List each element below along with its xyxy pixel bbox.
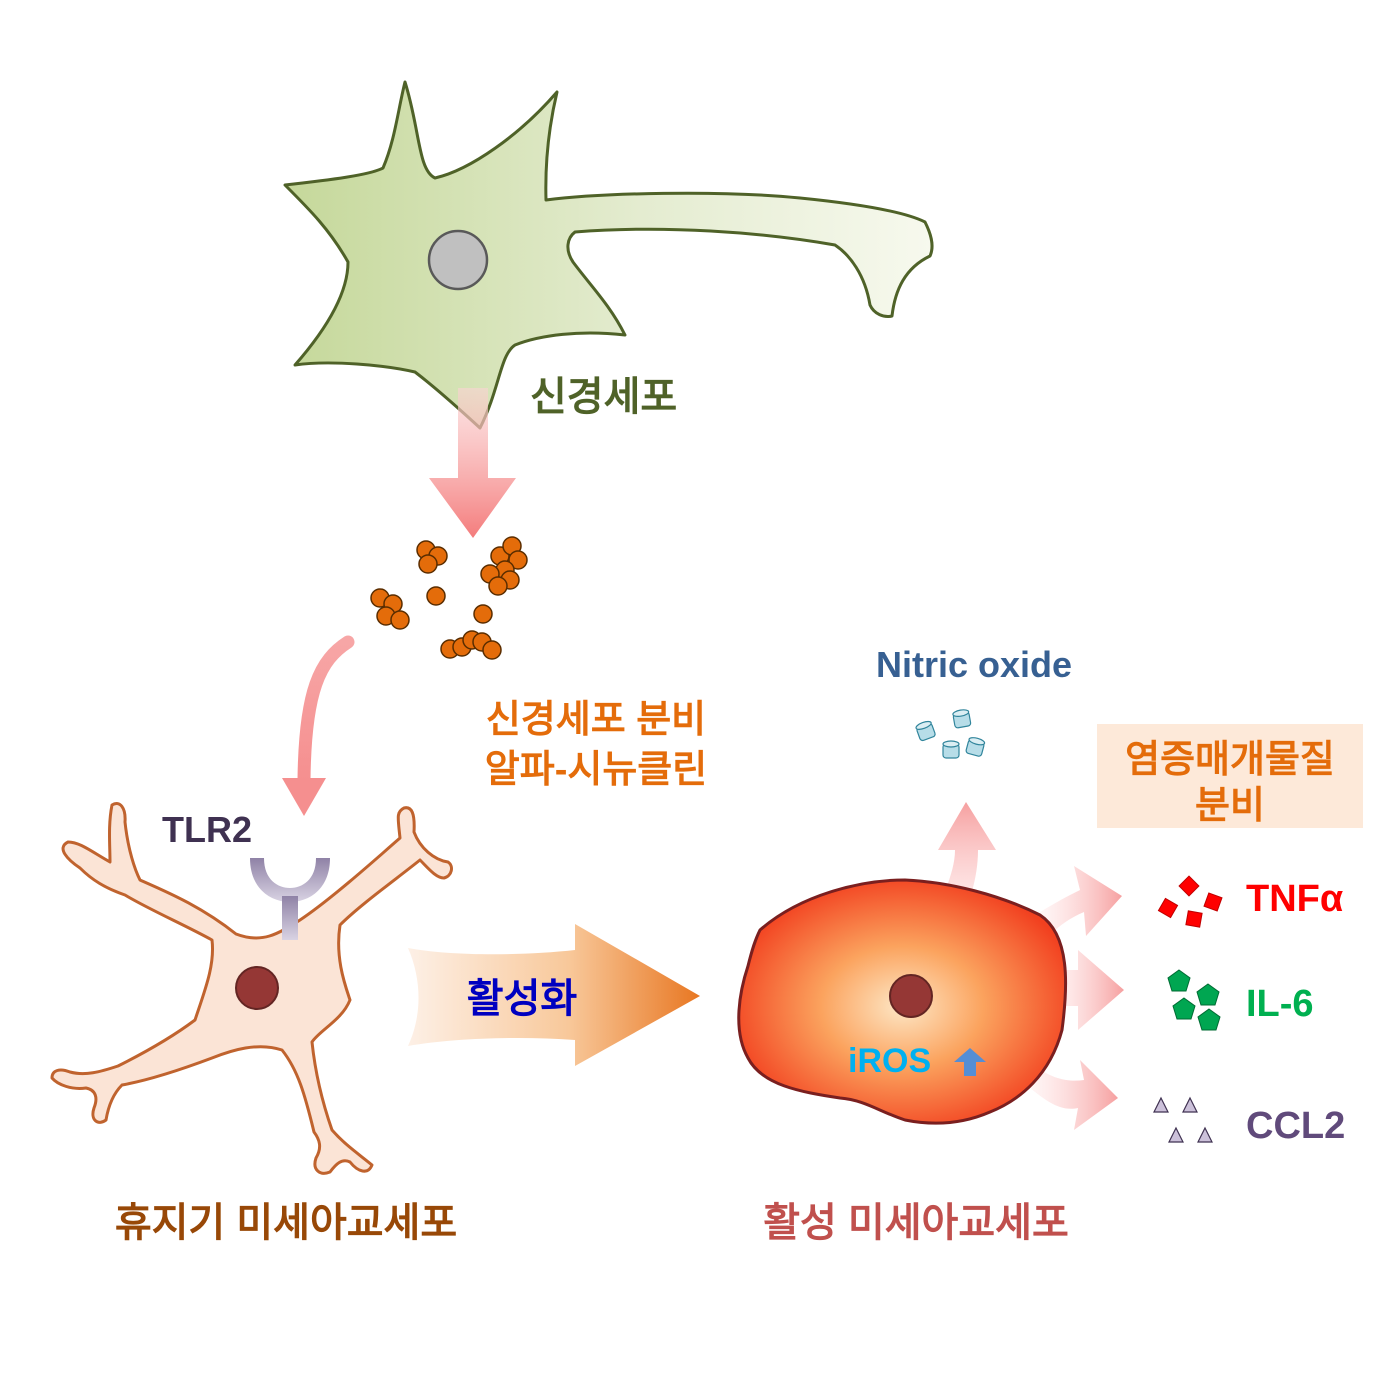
nitric-oxide-particle — [942, 740, 960, 759]
mediators-label-line2: 분비 — [1195, 785, 1265, 827]
neuron-label: 신경세포 — [530, 375, 677, 419]
mediators-label-line1: 염증매개물질 — [1125, 739, 1335, 781]
tlr2-label: TLR2 — [162, 809, 252, 850]
tnf-label: TNFα — [1246, 878, 1343, 920]
tnf-particle — [1157, 897, 1179, 919]
activation-arrow — [408, 924, 700, 1066]
up-arrow-icon — [954, 1048, 986, 1076]
binding-arrow — [282, 635, 355, 816]
active-microglia-label: 활성 미세아교세포 — [763, 1201, 1069, 1245]
activation-label: 활성화 — [467, 977, 578, 1021]
secretion-arrow — [429, 388, 516, 538]
ccl2-particle — [1197, 1126, 1213, 1143]
activated-microglia-nucleus — [889, 974, 933, 1018]
activated-microglia: iROS — [737, 878, 1068, 1125]
resting-microglia-label: 휴지기 미세아교세포 — [115, 1201, 457, 1245]
ccl2-label: CCL2 — [1246, 1105, 1345, 1147]
neuron-nucleus — [427, 229, 489, 291]
neuron — [283, 80, 934, 430]
secreted-synuclein-label-line1: 신경세포 분비 — [486, 699, 706, 741]
il6-particle — [1196, 983, 1220, 1006]
ccl2-molecules — [1153, 1096, 1213, 1143]
ccl2-particle — [1182, 1096, 1198, 1113]
ccl2-particle — [1168, 1126, 1184, 1143]
synuclein-particle — [508, 550, 528, 570]
tnf-particle — [1178, 875, 1200, 897]
nitric-oxide-particle — [965, 737, 986, 757]
iros-label: iROS — [848, 1042, 931, 1080]
alpha-synuclein-particles — [370, 536, 528, 660]
tnf-particle — [1185, 910, 1203, 928]
synuclein-particle — [418, 554, 438, 574]
resting-microglia — [50, 802, 453, 1175]
nitric-oxide-label: Nitric oxide — [876, 644, 1072, 685]
synuclein-particle — [482, 640, 502, 660]
neuron-body — [283, 80, 934, 430]
nitric-oxide-particle — [915, 720, 936, 742]
ccl2-particle — [1153, 1096, 1169, 1113]
nitric-oxide-molecules — [915, 709, 986, 759]
il6-molecules — [1167, 969, 1221, 1031]
tlr2-receptor — [250, 858, 330, 940]
nitric-oxide-particle — [952, 709, 972, 729]
tnf-particle — [1203, 892, 1223, 912]
il6-particle — [1197, 1008, 1221, 1031]
secreted-synuclein-label-line2: 알파-시뉴클린 — [485, 749, 707, 791]
mediators-box — [1097, 724, 1363, 828]
synuclein-particle — [488, 576, 508, 596]
synuclein-particle — [426, 586, 446, 606]
synuclein-particle — [473, 604, 493, 624]
il6-label: IL-6 — [1246, 983, 1314, 1025]
il6-particle — [1172, 997, 1196, 1020]
resting-microglia-nucleus — [235, 966, 279, 1010]
tnf-molecules — [1157, 875, 1223, 928]
il6-particle — [1167, 969, 1191, 992]
synuclein-particle — [390, 610, 410, 630]
